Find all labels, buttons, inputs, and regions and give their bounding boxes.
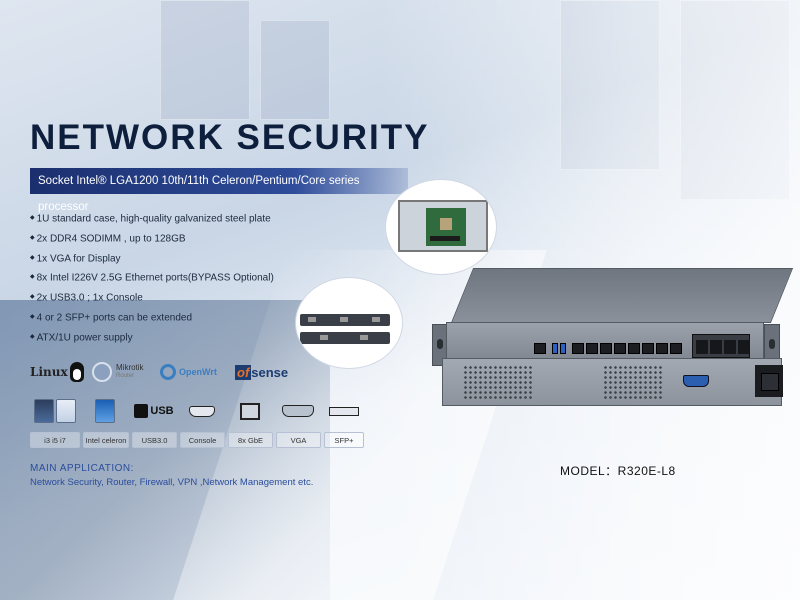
- rail-inset: [296, 278, 402, 368]
- tux-icon: [69, 362, 84, 382]
- motherboard-inset: [386, 180, 496, 274]
- lan-port: [572, 343, 584, 354]
- vent-grid: [603, 365, 663, 399]
- feature-item: 1x VGA for Display: [30, 249, 274, 269]
- port-label: VGA: [276, 432, 321, 448]
- mikrotik-logo-text: Mikrotik: [116, 363, 144, 372]
- openwrt-icon: [160, 364, 176, 380]
- page-title: NETWORK SECURITY: [30, 118, 430, 157]
- port-label: Console: [180, 432, 225, 448]
- console-port: [534, 343, 546, 354]
- port-label: USB3.0: [132, 432, 177, 448]
- usb-symbol-icon: [134, 404, 149, 418]
- linux-logo: Linux: [30, 362, 92, 382]
- mounting-rail-image: [300, 332, 390, 344]
- openwrt-logo-text: OpenWrt: [179, 367, 217, 377]
- mounting-rail-image: [300, 314, 390, 326]
- console-port-icon: [178, 398, 226, 424]
- opnsense-logo-text: sense: [251, 364, 289, 380]
- port-label-row: i3 i5 i7 Intel celeron USB3.0 Console 8x…: [30, 432, 367, 448]
- intel-celeron-icon: [82, 398, 130, 424]
- lan-port: [600, 343, 612, 354]
- feature-item: 8x Intel I226V 2.5G Ethernet ports(BYPAS…: [30, 268, 274, 288]
- feature-item: 2x DDR4 SODIMM , up to 128GB: [30, 229, 274, 249]
- openwrt-logo: OpenWrt: [160, 364, 235, 380]
- usb-icon-text: USB: [150, 405, 174, 417]
- sfp-cage: [692, 334, 750, 358]
- linux-logo-text: Linux: [30, 365, 68, 379]
- port-label: SFP+: [324, 432, 364, 448]
- lan-port: [628, 343, 640, 354]
- opnsense-logo-mark: of: [235, 364, 252, 380]
- feature-item: 1U standard case, high-quality galvanize…: [30, 209, 274, 229]
- feature-item: 2x USB3.0 ; 1x Console: [30, 288, 274, 308]
- feature-list: 1U standard case, high-quality galvanize…: [30, 209, 274, 348]
- feature-item: ATX/1U power supply: [30, 328, 274, 348]
- intel-core-badge-icon: [56, 399, 76, 423]
- opnsense-logo-prefix: of: [237, 364, 250, 380]
- background-rack: [160, 0, 250, 120]
- lan-port: [614, 343, 626, 354]
- lan-port: [642, 343, 654, 354]
- feature-item: 4 or 2 SFP+ ports can be extended: [30, 308, 274, 328]
- intel-core-icon: [30, 398, 82, 424]
- background-rack: [260, 20, 330, 120]
- lan-port: [586, 343, 598, 354]
- intel-celeron-badge-icon: [95, 399, 115, 423]
- main-application-text: Network Security, Router, Firewall, VPN …: [30, 477, 314, 488]
- lan-port: [656, 343, 668, 354]
- usb-port: [560, 343, 566, 354]
- motherboard-image: [398, 200, 488, 252]
- vga-connector: [683, 375, 709, 387]
- lan-port: [670, 343, 682, 354]
- sfp-port-icon: [322, 398, 366, 424]
- intel-core-badge-icon: [34, 399, 54, 423]
- ethernet-port-icon: [226, 398, 274, 424]
- usb-icon: USB: [130, 398, 178, 424]
- port-icon-row: USB: [30, 398, 366, 424]
- port-label: Intel celeron: [83, 432, 129, 448]
- mikrotik-icon: [92, 362, 112, 382]
- server-back-panel: [442, 358, 783, 406]
- mikrotik-logo-subtext: Router: [116, 373, 135, 379]
- vent-grid: [463, 365, 533, 399]
- server-image: [430, 260, 800, 450]
- model-number: MODEL：R320E-L8: [560, 464, 676, 478]
- port-label: i3 i5 i7: [30, 432, 80, 448]
- port-label: 8x GbE: [228, 432, 273, 448]
- mikrotik-logo: Mikrotik Router: [92, 362, 160, 382]
- processor-banner: Socket Intel® LGA1200 10th/11th Celeron/…: [30, 168, 408, 213]
- usb-port: [552, 343, 558, 354]
- power-supply-socket: [755, 365, 783, 397]
- vga-port-icon: [274, 398, 322, 424]
- server-chassis-top: [450, 268, 794, 323]
- main-application-heading: MAIN APPLICATION:: [30, 463, 134, 474]
